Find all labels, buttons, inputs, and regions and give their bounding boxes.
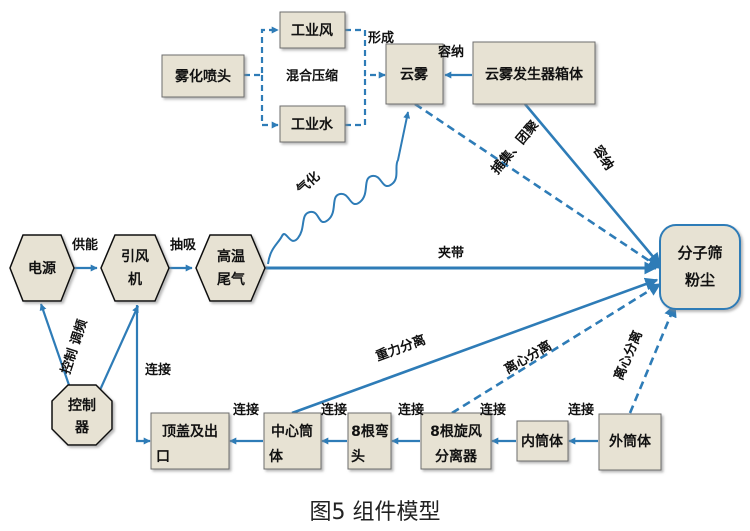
hot-gas-label-1: 高温 [217,248,245,265]
label-connect-elbow: 连接 [398,402,424,418]
label-connect-top: 连接 [233,402,259,418]
hot-gas-node: 高温 尾气 [195,234,266,302]
power-label: 电源 [28,260,56,277]
label-capture: 捕集、团聚 [488,117,543,178]
inner-cylinder-node: 内筒体 [516,420,569,462]
elbow-label-2: 头 [351,448,365,465]
label-carry: 夹带 [438,245,464,261]
center-cylinder-label-1: 中心筒 [271,423,313,440]
cloud-generator-node: 云雾发生器箱体 [472,41,596,105]
water-to-cloud-connector [345,75,367,127]
center-cylinder-node: 中心筒 体 [263,412,322,470]
cyclone-separator-node: 8根旋风 分离器 [420,412,492,470]
cyclone-centrifugal-dashed [451,282,662,415]
atomizer-node: 雾化喷头 [161,54,245,98]
inner-cylinder-label: 内筒体 [521,433,564,450]
top-cover-label-1: 顶盖及出 [162,423,218,440]
connectors [39,26,677,445]
figure-caption: 图5 组件模型 [309,500,441,525]
cyclone-separator-label-2: 分离器 [435,448,478,465]
wind-to-cloud-connector [345,28,386,79]
cloud-to-sieve-dashed [414,102,662,270]
center-cylinder-label-2: 体 [269,448,284,465]
cloud-label: 云雾 [400,66,429,83]
induced-fan-label-1: 引风 [121,249,149,265]
controller-label-1: 控制 [68,397,96,414]
induced-fan-label-2: 机 [128,271,142,288]
power-node: 电源 [9,234,75,302]
atomizer-to-water-connector [260,75,279,129]
fan-to-top-connector [135,305,151,445]
label-control-tune: 控制 调频 [58,317,91,376]
molecular-sieve-label-2: 粉尘 [685,271,715,289]
controller-to-power-arrow [39,303,72,389]
industrial-wind-label: 工业风 [291,23,333,39]
generator-to-sieve-arrow [524,103,661,266]
gravity-separation-arrow [291,277,659,415]
label-contain-top: 容纳 [437,44,464,60]
outer-cylinder-label: 外筒体 [609,433,652,450]
hot-gas-label-2: 尾气 [217,271,245,288]
label-centrifugal-cyclone: 离心分离 [501,338,554,378]
label-connect-cyclone: 连接 [480,402,506,418]
atomizer-to-wind-connector [244,26,279,77]
label-draw: 抽吸 [170,237,197,253]
label-contain-right: 容纳 [589,142,617,173]
molecular-sieve-node: 分子筛 粉尘 [659,224,741,310]
label-form: 形成 [368,30,394,46]
nodes: 雾化喷头 工业风 工业水 云雾 云雾发生器箱体 电源 引风 [9,11,741,471]
industrial-wind-node: 工业风 [279,11,346,49]
outer-centrifugal-dashed [628,303,677,414]
elbow-label-1: 8根弯 [351,423,389,440]
label-mix: 混合压缩 [286,68,338,84]
cloud-generator-label: 云雾发生器箱体 [485,66,584,83]
label-connect-inner: 连接 [568,402,594,418]
top-cover-node: 顶盖及出 口 [150,412,230,470]
induced-fan-node: 引风 机 [100,234,170,302]
cyclone-separator-label-1: 8根旋风 [430,423,482,440]
elbow-node: 8根弯 头 [347,412,392,470]
outer-cylinder-node: 外筒体 [598,413,662,471]
label-supply: 供能 [71,237,98,253]
industrial-water-node: 工业水 [279,105,346,143]
label-gravity-separation: 重力分离 [373,332,427,365]
label-connect-fan: 连接 [145,362,171,378]
industrial-water-label: 工业水 [291,116,334,133]
component-model-diagram: 雾化喷头 工业风 工业水 云雾 云雾发生器箱体 电源 引风 [9,11,741,471]
gasify-wave [267,111,411,265]
label-connect-center: 连接 [321,402,347,418]
cloud-node: 云雾 [385,43,444,105]
controller-to-fan-arrow [98,305,140,391]
controller-label-2: 器 [74,420,90,436]
label-gasify: 气化 [293,168,323,197]
top-cover-label-2: 口 [156,449,170,465]
controller-node: 控制 器 [51,384,113,446]
atomizer-label: 雾化喷头 [174,68,231,85]
label-centrifugal-outer: 离心分离 [611,328,646,382]
molecular-sieve-label-1: 分子筛 [677,244,722,262]
